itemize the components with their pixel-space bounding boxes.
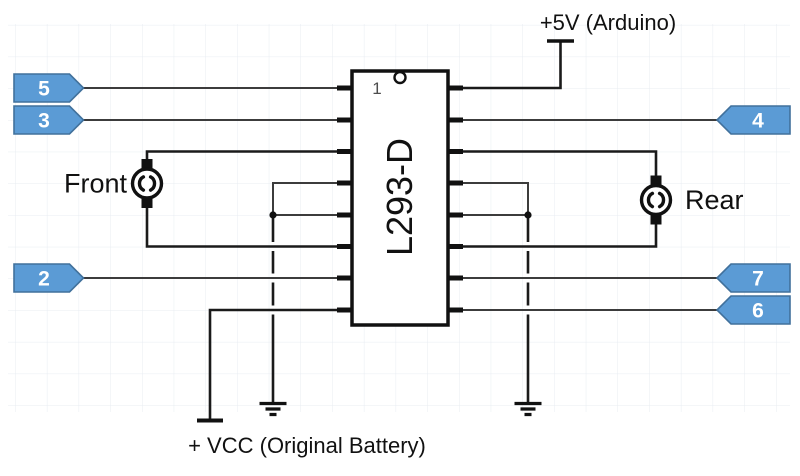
wire-right-enable-a [463,182,529,215]
ic-l293d: 1 L293-D [350,69,450,327]
wire-rear-motor-bottom [463,224,658,248]
junction-dot-left [269,211,277,219]
front-motor [130,159,164,208]
front-motor-top-terminal [141,159,153,169]
pin-arrow-7: 7 [715,263,791,293]
wire-front-motor-bottom [145,207,337,248]
pin-arrow-3-label: 3 [38,110,50,133]
wire-vcc [208,308,337,419]
front-motor-label: Front [64,169,128,199]
pin-arrow-7-shape [715,263,791,293]
front-motor-body [130,167,164,200]
ic-pin1-number: 1 [372,79,381,98]
pin-arrow-4-shape [715,105,791,135]
pin-arrow-3: 3 [13,105,85,135]
pin-arrow-5-shape [13,73,85,103]
rear-motor-top-terminal [650,175,662,186]
pin-arrow-2-label: 2 [38,268,50,291]
battery-vcc-label: + VCC (Original Battery) [188,433,426,458]
pin-arrow-5: 5 [13,73,85,103]
wire-rear-motor-top [463,150,658,176]
ic-pin1-marker-circle [393,70,407,85]
pin-arrow-7-label: 7 [752,268,764,291]
wire-front-motor-top [145,150,337,160]
pin-arrow-5-label: 5 [38,78,50,101]
rear-motor-brush-right [657,191,666,209]
ic-body-rect [350,69,450,327]
rear-motor-label: Rear [685,185,744,215]
rear-motor-body [639,183,673,217]
front-motor-bottom-terminal [141,198,153,208]
wire-5v-riser [463,42,562,90]
pin-arrow-4-label: 4 [752,110,764,133]
ic-pin-stubs-left [337,85,353,313]
junction-dot-right [524,211,532,219]
wire-left-enable-a [272,182,337,215]
ground-symbol-right [514,401,542,417]
pin-arrow-6-label: 6 [752,300,764,323]
rear-motor-bottom-terminal [650,214,662,225]
front-motor-brush-right [148,175,157,192]
pin-arrow-2-shape [13,263,85,293]
front-motor-brush-left [137,175,146,192]
pin-arrow-4: 4 [715,105,791,135]
pin-arrow-6: 6 [715,295,791,325]
pin-arrow-3-shape [13,105,85,135]
ground-symbol-left [259,401,287,417]
rear-motor-brush-left [646,191,655,209]
power-5v-label: +5V (Arduino) [540,10,676,35]
pin-arrow-2: 2 [13,263,85,293]
pin-arrow-6-shape [715,295,791,325]
ic-pin-stubs-right [447,85,463,313]
rear-motor [639,175,673,225]
ic-part-label: L293-D [379,138,420,256]
